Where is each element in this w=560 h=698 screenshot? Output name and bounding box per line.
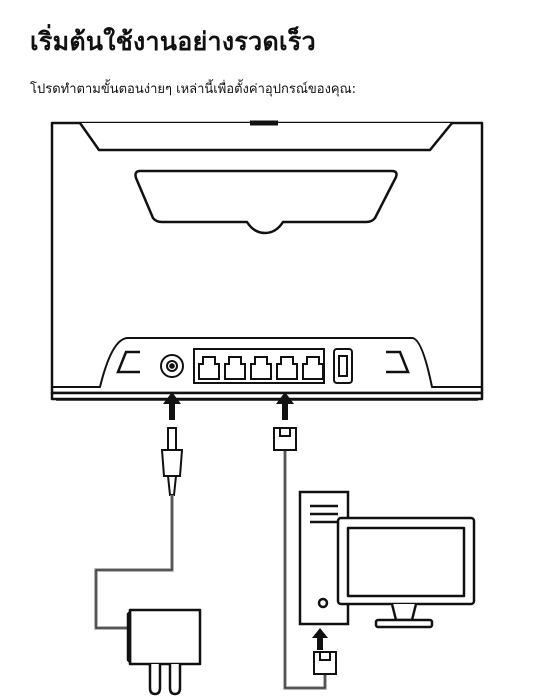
power-cable bbox=[94, 495, 174, 630]
setup-illustration bbox=[50, 120, 484, 696]
ethernet-port-icon bbox=[193, 348, 325, 384]
monitor-icon bbox=[336, 516, 476, 629]
ethernet-connector-icon bbox=[273, 427, 337, 675]
usb-port-icon bbox=[333, 348, 353, 384]
power-plug-icon bbox=[160, 427, 184, 496]
arrow-up-icon bbox=[163, 392, 328, 650]
page-intro: โปรดทำตามขั้นตอนง่ายๆ เหล่านี้เพื่อตั้งค… bbox=[30, 82, 357, 97]
page-title: เริ่มต้นใช้งานอย่างรวดเร็ว bbox=[30, 27, 316, 56]
power-adapter-icon bbox=[126, 608, 202, 696]
clip-right-icon bbox=[386, 350, 410, 374]
clip-left-icon bbox=[116, 350, 140, 374]
power-port-icon bbox=[160, 354, 184, 378]
